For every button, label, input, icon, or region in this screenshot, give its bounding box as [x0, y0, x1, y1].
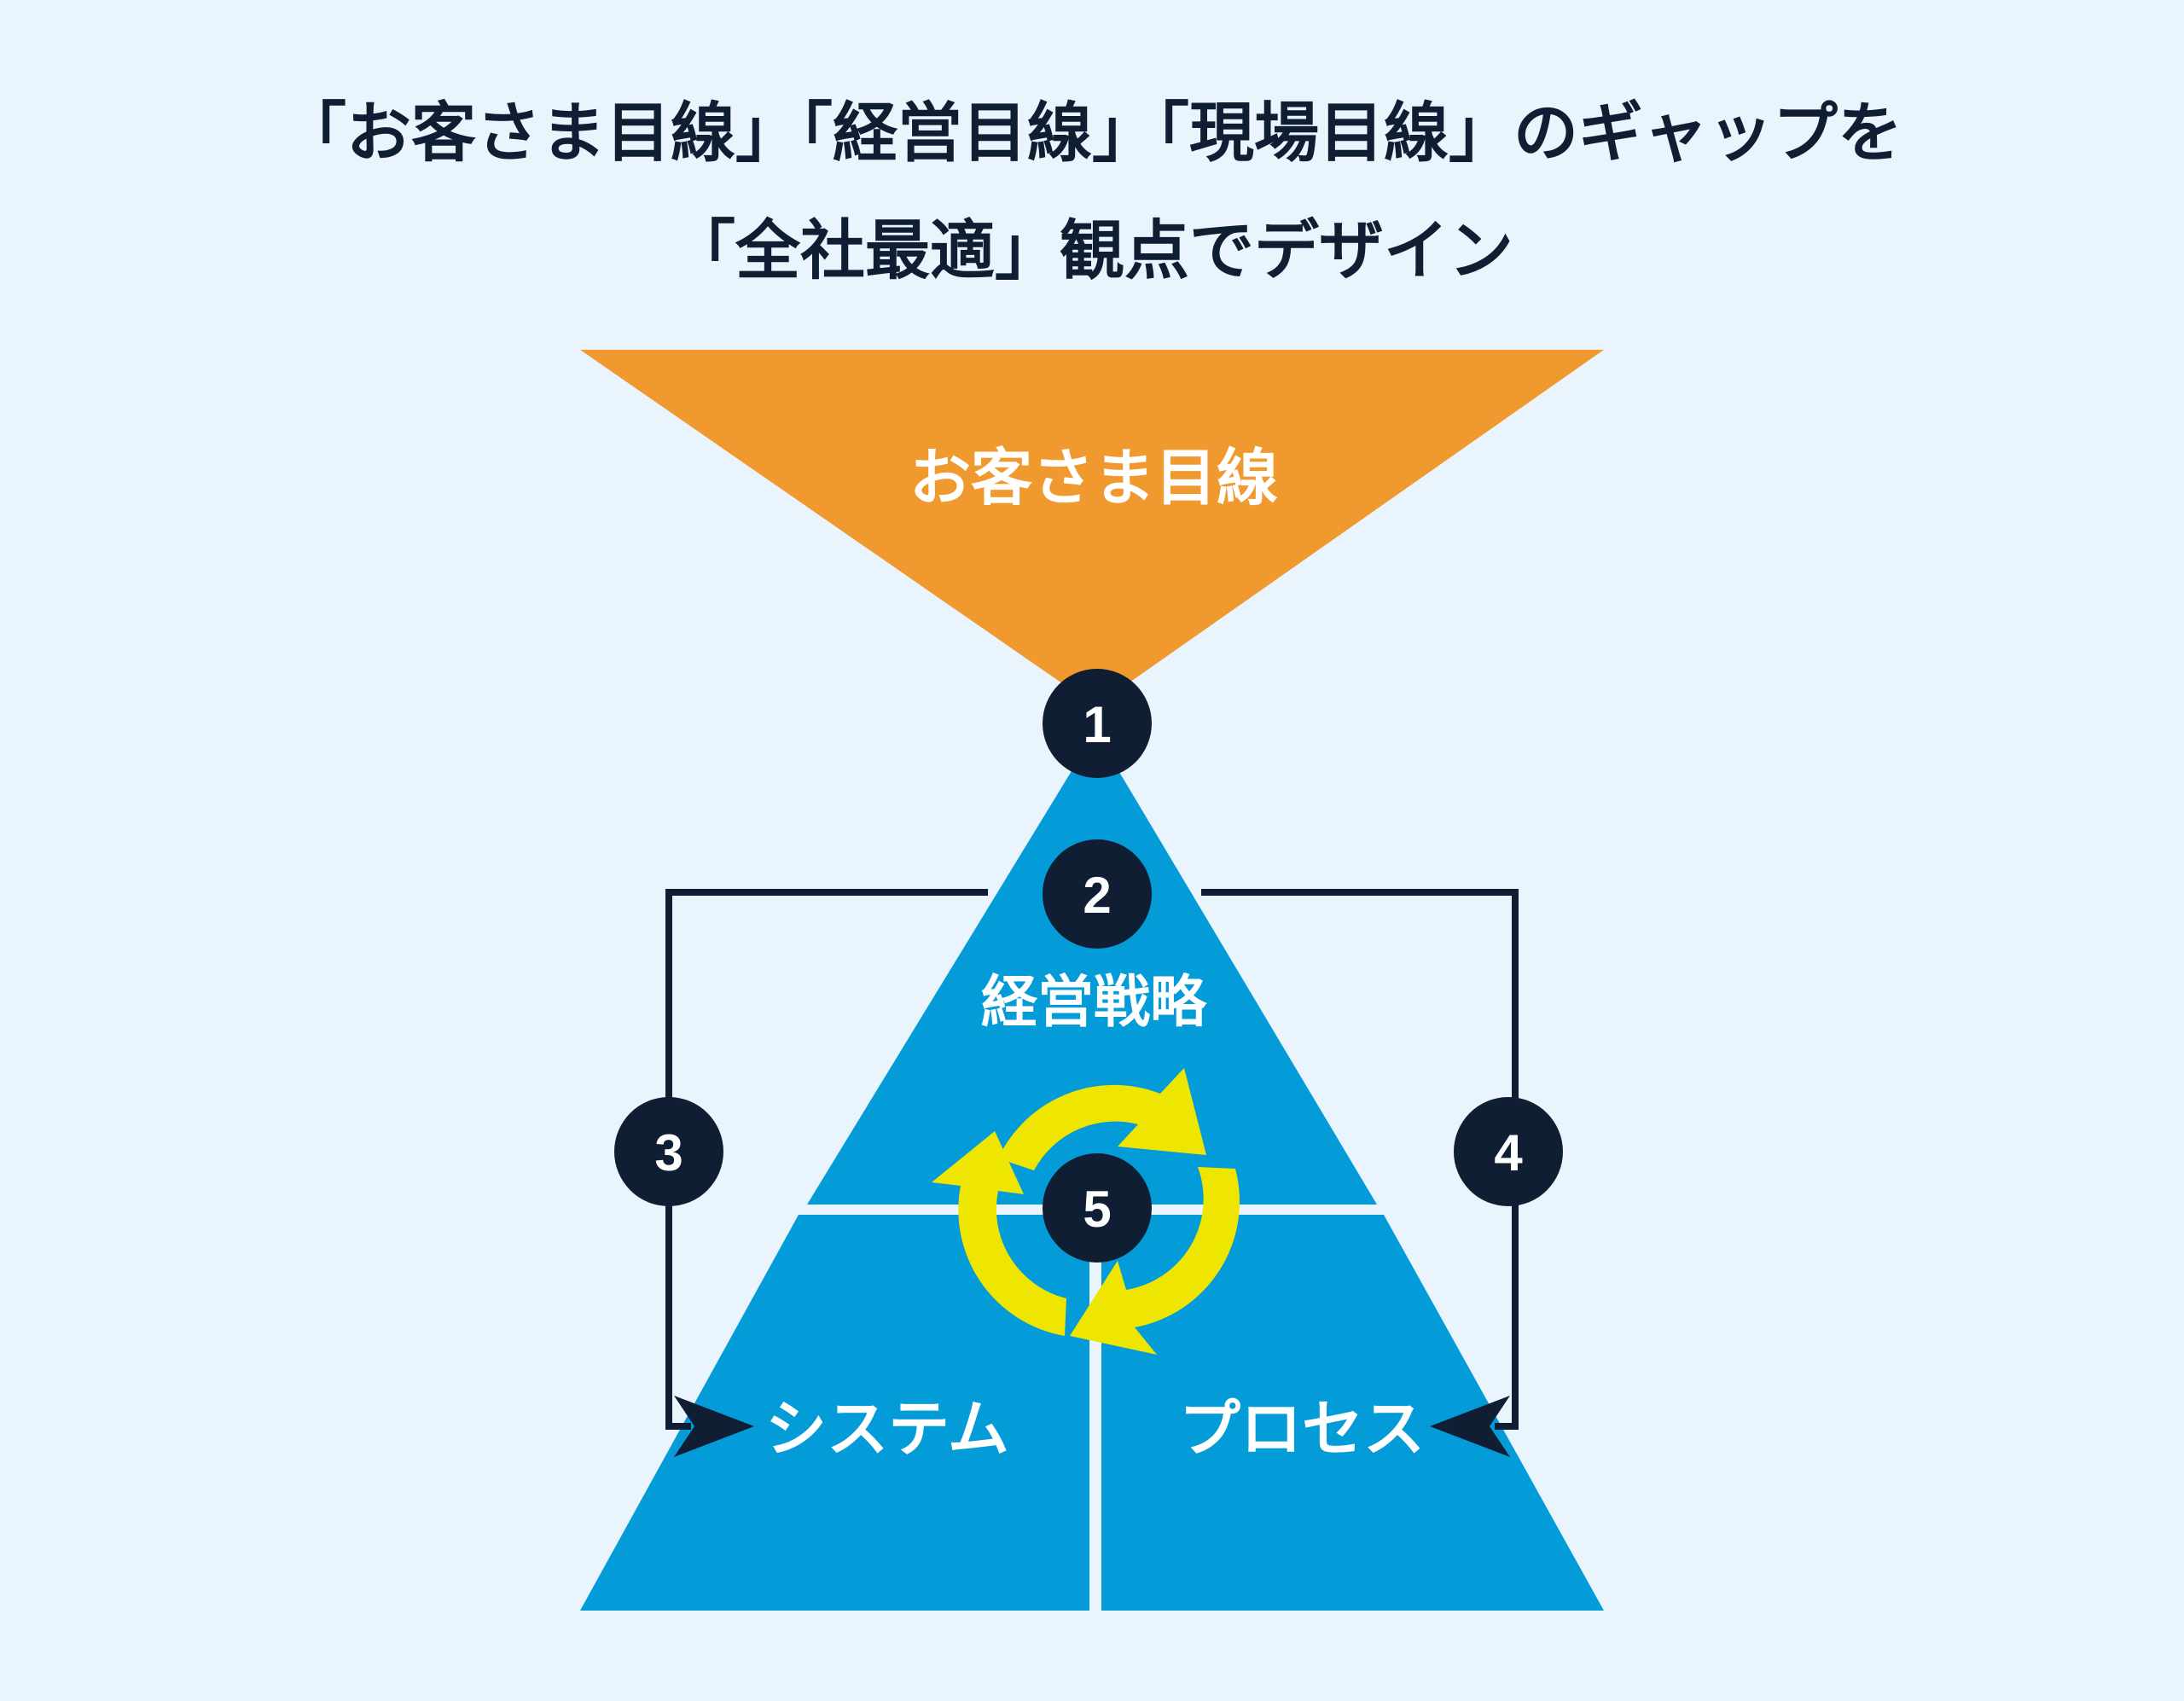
system-label: システム — [765, 1393, 1009, 1465]
strategy-label: 経営戦略 — [981, 969, 1207, 1035]
process-label: プロセス — [1179, 1393, 1425, 1465]
customer-view-triangle — [580, 350, 1604, 706]
marker-3: 3 — [614, 1097, 723, 1206]
marker-3-label: 3 — [654, 1124, 682, 1181]
customer-view-label: お客さま目線 — [909, 442, 1278, 514]
marker-4-label: 4 — [1494, 1124, 1523, 1181]
marker-5-label: 5 — [1083, 1181, 1111, 1238]
pyramid-top-section — [807, 732, 1377, 1205]
marker-1: 1 — [1043, 669, 1152, 778]
left-arrowhead-icon — [674, 1396, 754, 1457]
marker-2-label: 2 — [1083, 867, 1111, 924]
marker-2: 2 — [1043, 839, 1152, 949]
page-title-line-1: 「お客さま目線」「経営目線」「現場目線」のギャップを — [282, 95, 1902, 171]
right-arrowhead-icon — [1430, 1396, 1510, 1457]
page-title-line-2: 「全社最適」観点でデザイン — [671, 212, 1513, 288]
marker-1-label: 1 — [1083, 696, 1111, 753]
pyramid-system-section — [580, 1215, 1089, 1611]
pyramid-process-section — [1101, 1215, 1604, 1611]
marker-5: 5 — [1043, 1153, 1152, 1263]
marker-4: 4 — [1454, 1097, 1563, 1206]
cycle-arrows-icon — [932, 1068, 1240, 1355]
